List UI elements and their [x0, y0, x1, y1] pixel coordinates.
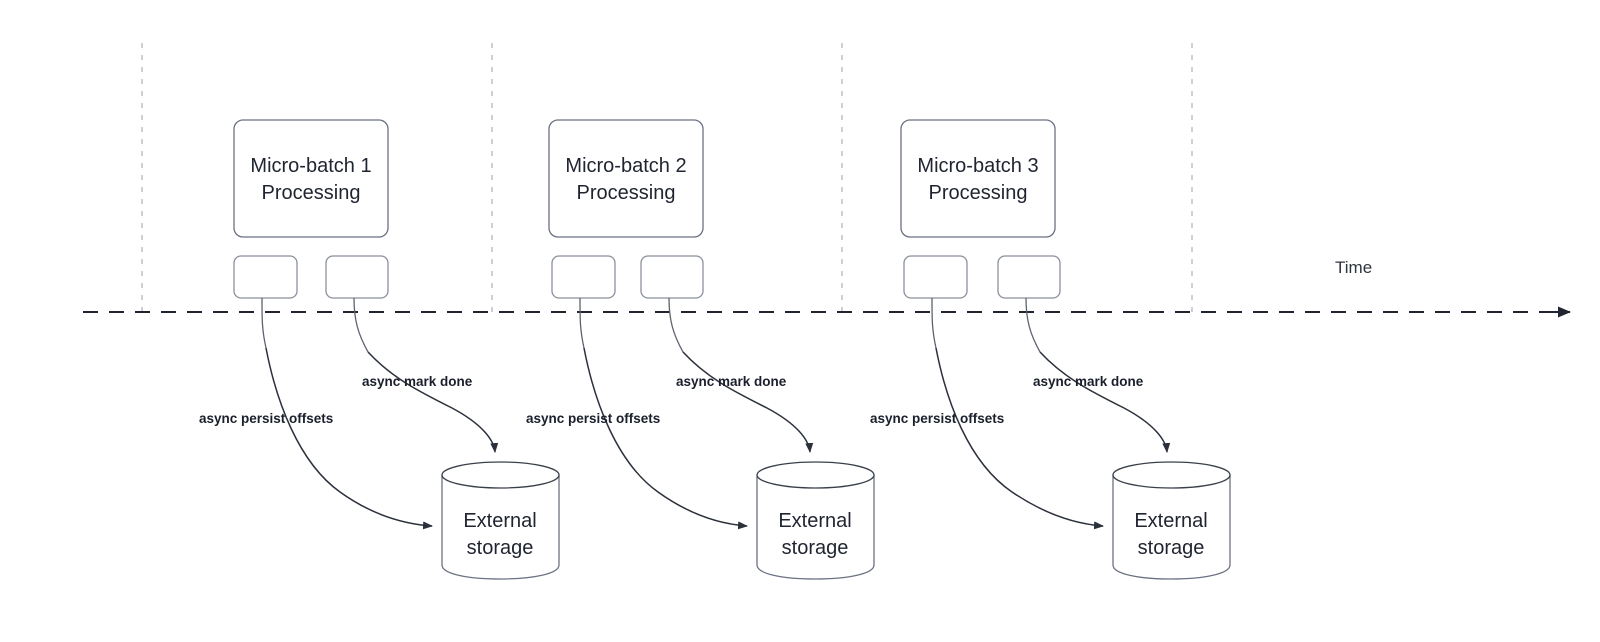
- microbatch-1-box[interactable]: Micro-batch 1 Processing: [233, 119, 389, 238]
- task-2a-box[interactable]: [551, 255, 616, 299]
- task-3a-stub: [931, 297, 937, 349]
- external-storage-1-label-line2: storage: [467, 537, 534, 559]
- external-storage-2-body[interactable]: [756, 474, 875, 580]
- external-storage-1-top: [441, 461, 560, 489]
- external-storage-3[interactable]: External storage: [1112, 461, 1231, 580]
- microbatch-2-box-shape[interactable]: [548, 119, 704, 238]
- external-storage-2-label-line2: storage: [782, 537, 849, 559]
- microbatch-2-label-line1: Micro-batch 2: [565, 155, 686, 177]
- edge-persist-2-label: async persist offsets: [526, 411, 660, 426]
- external-storage-2-top: [756, 461, 875, 489]
- microbatch-3-box-shape[interactable]: [900, 119, 1056, 238]
- task-3a-box[interactable]: [903, 255, 968, 299]
- boundary-gridlines: [141, 43, 1193, 315]
- edge-markdone-1-label: async mark done: [362, 374, 473, 389]
- external-storage-3-label-line1: External: [1134, 510, 1207, 532]
- microbatch-3-box[interactable]: Micro-batch 3 Processing: [900, 119, 1056, 238]
- microbatch-1-label-line1: Micro-batch 1: [250, 155, 371, 177]
- group-2: Micro-batch 2 Processing External storag…: [526, 119, 875, 580]
- edge-persist-3-path: [935, 347, 1104, 530]
- external-storage-3-body[interactable]: [1112, 474, 1231, 580]
- edge-markdone-3-path: [1039, 351, 1171, 453]
- time-axis: Time: [83, 258, 1571, 318]
- external-storage-2[interactable]: External storage: [756, 461, 875, 580]
- external-storage-1-body[interactable]: [441, 474, 560, 580]
- task-2b-stub: [668, 297, 684, 353]
- task-1a-stub: [261, 297, 267, 349]
- task-1a-box[interactable]: [233, 255, 298, 299]
- task-2b-box[interactable]: [640, 255, 704, 299]
- microbatch-3-label-line1: Micro-batch 3: [917, 155, 1038, 177]
- task-2a-stub: [579, 297, 585, 349]
- task-1b-stub: [353, 297, 369, 353]
- external-storage-3-top: [1112, 461, 1231, 489]
- edge-persist-1-label: async persist offsets: [199, 411, 333, 426]
- group-1: Micro-batch 1 Processing External storag…: [199, 119, 560, 580]
- microbatch-2-label-line2: Processing: [577, 182, 676, 204]
- microbatch-3-label-line2: Processing: [929, 182, 1028, 204]
- task-3b-box[interactable]: [997, 255, 1061, 299]
- edge-persist-3-label: async persist offsets: [870, 411, 1004, 426]
- edge-markdone-3-label: async mark done: [1033, 374, 1144, 389]
- task-3b-stub: [1025, 297, 1041, 353]
- edge-persist-1-path: [265, 347, 433, 530]
- edge-persist-2-path: [583, 347, 748, 530]
- microbatch-1-label-line2: Processing: [262, 182, 361, 204]
- task-1b-box[interactable]: [325, 255, 389, 299]
- external-storage-1-label-line1: External: [463, 510, 536, 532]
- edge-markdone-1-path: [367, 351, 499, 453]
- external-storage-2-label-line1: External: [778, 510, 851, 532]
- group-3: Micro-batch 3 Processing External storag…: [870, 119, 1231, 580]
- external-storage-3-label-line2: storage: [1138, 537, 1205, 559]
- microbatch-2-box[interactable]: Micro-batch 2 Processing: [548, 119, 704, 238]
- external-storage-1[interactable]: External storage: [441, 461, 560, 580]
- time-axis-label: Time: [1335, 258, 1372, 277]
- microbatch-1-box-shape[interactable]: [233, 119, 389, 238]
- edge-markdone-2-path: [682, 351, 814, 453]
- edge-markdone-2-label: async mark done: [676, 374, 787, 389]
